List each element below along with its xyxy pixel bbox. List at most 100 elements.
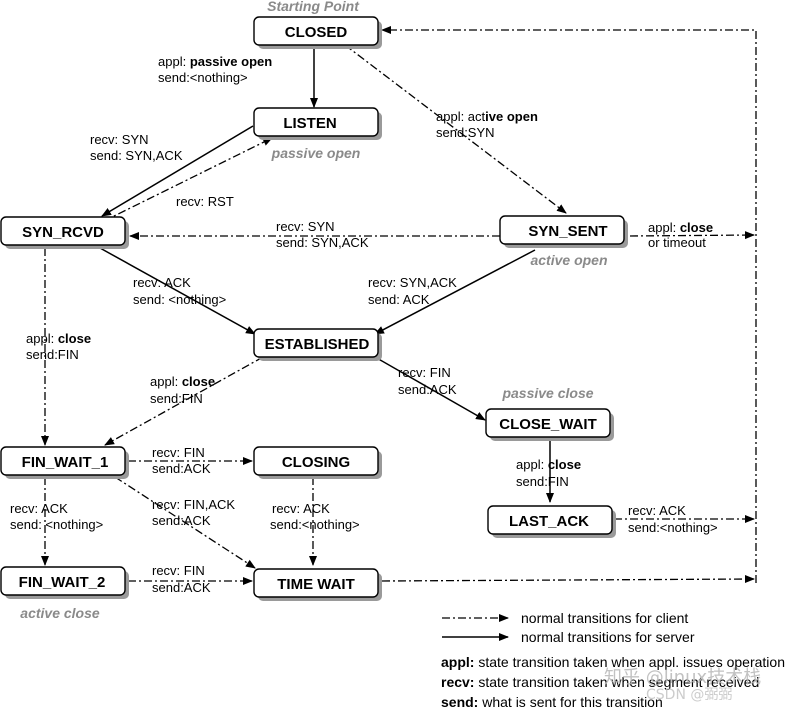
- legend-appl-key: appl:: [441, 654, 474, 670]
- label-fw1-finack-recv: recv: FIN,ACK: [152, 497, 235, 512]
- label-syn-sent-close-prefix: appl:: [648, 220, 680, 235]
- label-passive-open-appl-prefix: appl:: [158, 54, 190, 69]
- state-syn-sent: SYN_SENT: [499, 215, 628, 248]
- watermark-csdn: CSDN @弼弼: [646, 687, 732, 703]
- caption-active-open: active open: [530, 252, 607, 268]
- label-cw-close-bold: close: [548, 457, 581, 472]
- state-label-closing: CLOSING: [282, 454, 350, 471]
- label-est-close-bold: close: [182, 374, 215, 389]
- label-cw-close-send: send:FIN: [516, 474, 569, 489]
- label-rcvd-ack-recv: recv: ACK: [133, 275, 191, 290]
- label-active-open-appl-prefix: appl: act: [436, 109, 486, 124]
- legend-send-text: what is sent for this transition: [478, 694, 662, 709]
- label-listen-recv: recv: SYN: [90, 132, 149, 147]
- label-fw1-fin-recv: recv: FIN: [152, 445, 205, 460]
- label-syn-sent-close-appl: appl: close: [648, 220, 713, 235]
- transitions: [41, 26, 757, 585]
- state-last-ack: LAST_ACK: [487, 505, 616, 538]
- state-label-established: ESTABLISHED: [265, 336, 370, 353]
- label-sim-recv: recv: SYN: [276, 219, 335, 234]
- caption-passive-open: passive open: [271, 145, 361, 161]
- label-sent-synack-send: send: ACK: [368, 292, 430, 307]
- label-rst-recv: recv: RST: [176, 194, 234, 209]
- label-fw1-fin-send: send:ACK: [152, 461, 211, 476]
- state-label-syn-sent: SYN_SENT: [528, 223, 607, 240]
- state-fin-wait-1: FIN_WAIT_1: [0, 446, 129, 479]
- caption-passive-close: passive close: [501, 385, 593, 401]
- label-syn-sent-close-bold: close: [680, 220, 713, 235]
- state-label-closed: CLOSED: [285, 24, 348, 41]
- state-label-time-wait: TIME WAIT: [277, 576, 355, 593]
- transition-labels: appl: passive open send:<nothing> appl: …: [10, 54, 718, 595]
- state-fin-wait-2: FIN_WAIT_2: [0, 566, 129, 599]
- label-rcvd-close-send: send:FIN: [26, 347, 79, 362]
- label-active-open-send: send:SYN: [436, 125, 495, 140]
- label-est-close-appl: appl: close: [150, 374, 215, 389]
- label-sent-synack-recv: recv: SYN,ACK: [368, 275, 457, 290]
- state-label-last-ack: LAST_ACK: [509, 513, 589, 530]
- label-fw1-ack-send: send: <nothing>: [10, 517, 103, 532]
- arrow-listen-to-syn-rcvd: [101, 125, 254, 217]
- arrow-syn-sent-to-established: [374, 249, 536, 335]
- legend-send-def: send: what is sent for this transition: [441, 694, 663, 709]
- legend-appl-text: state transition taken when appl. issues…: [474, 654, 785, 670]
- state-label-close-wait: CLOSE_WAIT: [499, 416, 597, 433]
- state-label-syn-rcvd: SYN_RCVD: [22, 224, 104, 241]
- label-rcvd-close-prefix: appl:: [26, 331, 58, 346]
- legend-send-key: send:: [441, 694, 478, 709]
- arrow-syn-sent-close: [629, 231, 755, 240]
- legend-recv-def: recv: state transition taken when segmen…: [441, 674, 759, 690]
- return-line-to-closed: [381, 26, 757, 583]
- label-passive-open-appl-bold: passive open: [190, 54, 272, 69]
- label-closing-ack-send: send:<nothing>: [270, 517, 360, 532]
- label-active-open-appl-bold: ive open: [485, 109, 538, 124]
- label-fw1-ack-recv: recv: ACK: [10, 501, 68, 516]
- label-active-open-appl: appl: active open: [436, 109, 538, 124]
- state-time-wait: TIME WAIT: [253, 568, 382, 601]
- arrow-syn-rcvd-to-established: [99, 247, 256, 335]
- legend: normal transitions for client normal tra…: [441, 610, 785, 709]
- label-passive-open-send: send:<nothing>: [158, 70, 248, 85]
- caption-active-close: active close: [20, 605, 100, 621]
- legend-client-text: normal transitions for client: [521, 610, 688, 626]
- label-fw2-fin-send: send:ACK: [152, 580, 211, 595]
- label-listen-send: send: SYN,ACK: [90, 148, 183, 163]
- watermark-zhihu: 知乎 @linux技术栈: [604, 667, 761, 688]
- arrow-syn-rcvd-to-listen: [103, 137, 273, 222]
- state-established: ESTABLISHED: [253, 328, 382, 361]
- state-label-listen: LISTEN: [283, 115, 336, 132]
- label-passive-open-appl: appl: passive open: [158, 54, 272, 69]
- state-close-wait: CLOSE_WAIT: [485, 408, 614, 441]
- label-est-fin-send: send:ACK: [398, 382, 457, 397]
- label-est-fin-recv: recv: FIN: [398, 365, 451, 380]
- arrow-time-wait-to-closed: [381, 575, 755, 584]
- state-syn-rcvd: SYN_RCVD: [0, 216, 129, 249]
- label-rcvd-ack-send: send: <nothing>: [133, 292, 226, 307]
- state-closing: CLOSING: [253, 446, 382, 479]
- state-label-fin-wait-1: FIN_WAIT_1: [22, 454, 109, 471]
- legend-recv-text: state transition taken when segment rece…: [474, 674, 759, 690]
- label-cw-close-prefix: appl:: [516, 457, 548, 472]
- legend-appl-def: appl: state transition taken when appl. …: [441, 654, 785, 670]
- label-la-ack-send: send:<nothing>: [628, 520, 718, 535]
- label-fw2-fin-recv: recv: FIN: [152, 563, 205, 578]
- label-closing-ack-recv: recv: ACK: [272, 501, 330, 516]
- label-sim-send: send: SYN,ACK: [276, 235, 369, 250]
- arrow-established-to-fin-wait-1: [104, 356, 264, 446]
- label-syn-sent-timeout: or timeout: [648, 235, 706, 250]
- label-est-close-prefix: appl:: [150, 374, 182, 389]
- state-label-fin-wait-2: FIN_WAIT_2: [19, 574, 106, 591]
- caption-starting-point: Starting Point: [267, 0, 360, 14]
- label-la-ack-recv: recv: ACK: [628, 503, 686, 518]
- legend-server-text: normal transitions for server: [521, 629, 695, 645]
- legend-recv-key: recv:: [441, 674, 474, 690]
- arrow-fin-wait-1-to-time-wait: [114, 476, 256, 569]
- arrow-established-to-close-wait: [374, 356, 486, 421]
- state-closed: CLOSED: [253, 16, 382, 49]
- label-fw1-finack-send: send:ACK: [152, 513, 211, 528]
- label-rcvd-close-bold: close: [58, 331, 91, 346]
- label-cw-close-appl: appl: close: [516, 457, 581, 472]
- arrow-closed-to-syn-sent: [344, 44, 567, 214]
- label-est-close-send: send:FIN: [150, 391, 203, 406]
